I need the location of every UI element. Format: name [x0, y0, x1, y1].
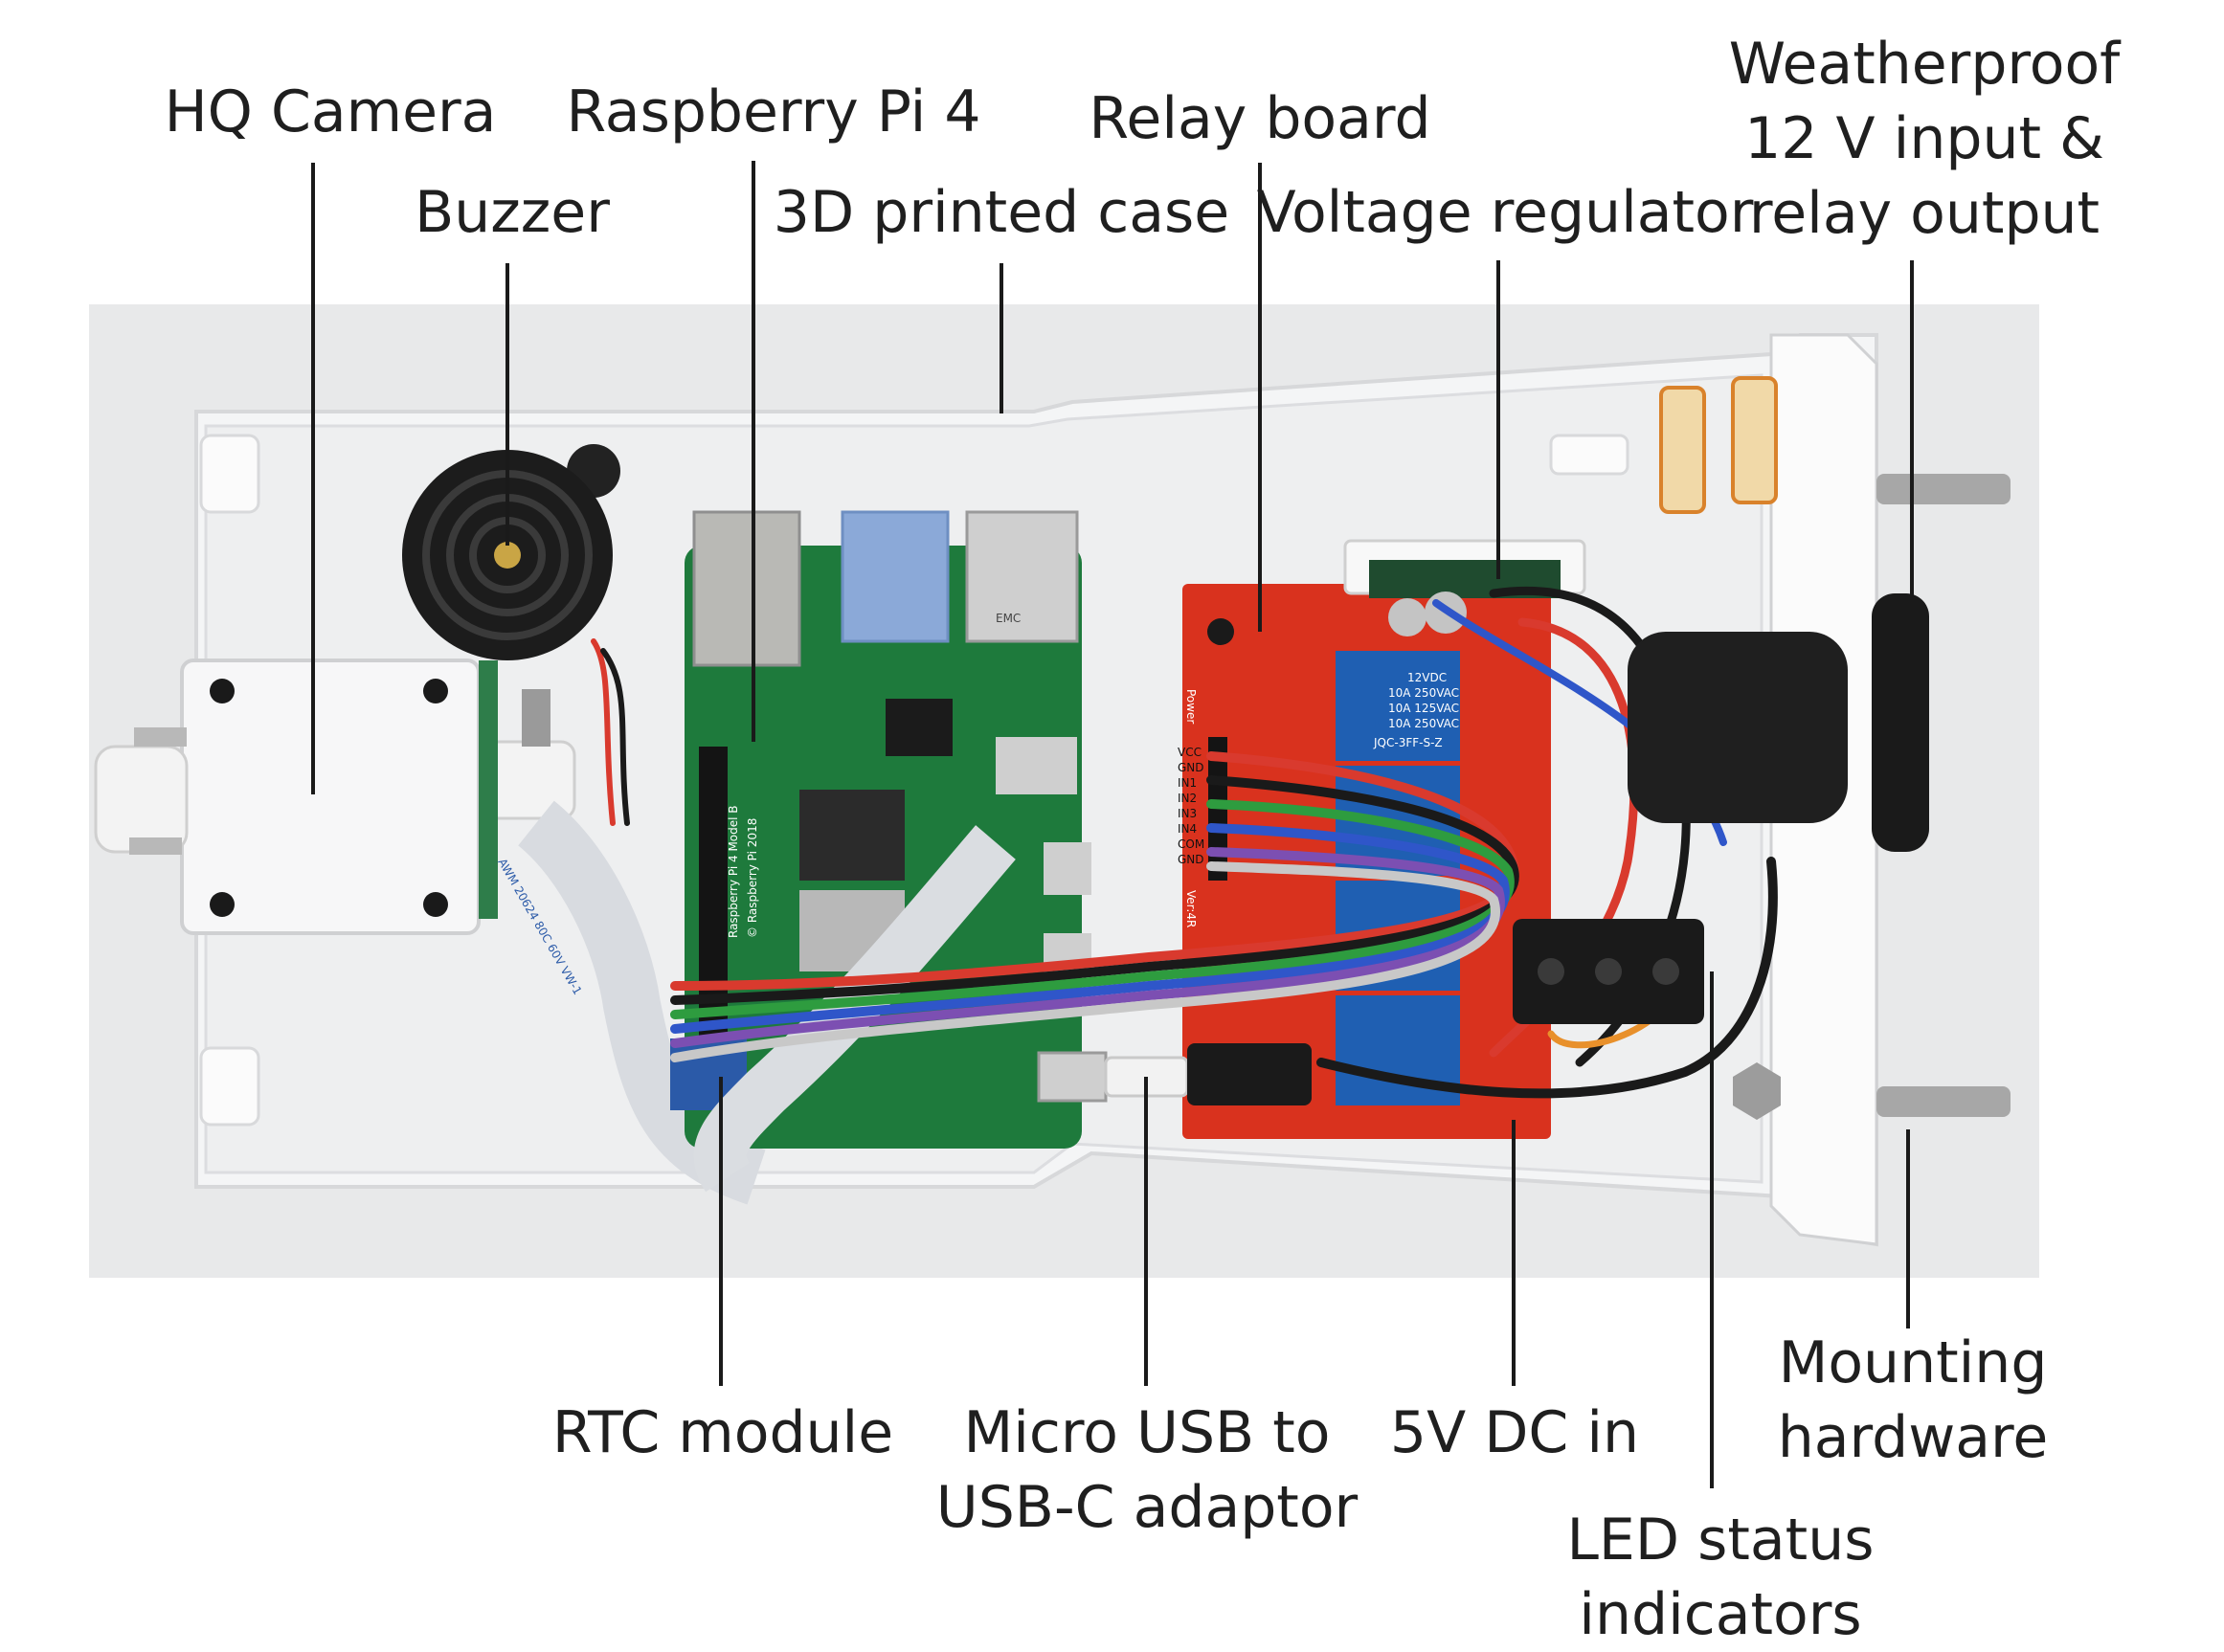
label-case: 3D printed case	[774, 175, 1229, 250]
relay-spec-4: 10A 250VAC	[1388, 717, 1459, 730]
label-hq-camera: HQ Camera	[165, 75, 497, 149]
label-led-line2: indicators	[1579, 1581, 1862, 1648]
label-led-line1: LED status	[1566, 1507, 1875, 1574]
label-mounting: Mounting hardware	[1778, 1326, 2049, 1475]
label-adaptor-line2: USB-C adaptor	[935, 1474, 1359, 1541]
relay-pin-0: VCC	[1178, 746, 1202, 759]
label-voltage-regulator: Voltage regulator	[1257, 175, 1754, 250]
label-adaptor-line1: Micro USB to	[963, 1399, 1331, 1466]
wire-bundle	[591, 587, 1778, 1099]
buzzer	[402, 444, 620, 660]
label-dc-in-text: 5V DC in	[1389, 1399, 1640, 1466]
hq-camera	[94, 659, 576, 935]
label-raspberry-pi-text: Raspberry Pi 4	[566, 78, 981, 145]
label-buzzer: Buzzer	[415, 175, 610, 250]
label-rtc-module-text: RTC module	[551, 1399, 894, 1466]
label-weatherproof-line2: 12 V input &	[1744, 105, 2104, 172]
pi-model-text: Raspberry Pi 4 Model B	[727, 805, 740, 938]
label-hq-camera-text: HQ Camera	[164, 78, 497, 145]
relay-pin-1: GND	[1178, 761, 1204, 774]
label-buzzer-text: Buzzer	[415, 179, 610, 246]
weatherproof-connectors	[1628, 376, 1929, 852]
voltage-regulator	[1343, 539, 1586, 636]
label-weatherproof-line3: relay output	[1748, 180, 2100, 247]
pi-year-text: © Raspberry Pi 2018	[746, 818, 759, 938]
relay-spec-1: 12VDC	[1407, 671, 1447, 684]
label-dc-in: 5V DC in	[1390, 1395, 1639, 1470]
relay-pin-7: GND	[1178, 853, 1204, 866]
relay-pin-3: IN2	[1178, 792, 1197, 805]
relay-spec-2: 10A 250VAC	[1388, 686, 1459, 700]
relay-pin-4: IN3	[1178, 807, 1197, 820]
label-mounting-line1: Mounting	[1778, 1329, 2048, 1396]
label-rtc-module: RTC module	[552, 1395, 893, 1470]
label-weatherproof-line1: Weatherproof	[1728, 31, 2121, 98]
usb-emc-text: EMC	[996, 612, 1021, 625]
label-raspberry-pi: Raspberry Pi 4	[566, 75, 980, 149]
relay-pin-2: IN1	[1178, 776, 1197, 790]
label-voltage-regulator-text: Voltage regulator	[1256, 179, 1754, 246]
relay-power-label: Power	[1184, 689, 1198, 724]
relay-model: JQC-3FF-S-Z	[1373, 736, 1443, 749]
relay-version-label: Ver:4R	[1184, 890, 1198, 927]
relay-pin-6: COM	[1178, 837, 1204, 851]
label-mounting-line2: hardware	[1777, 1404, 2049, 1471]
label-relay-board: Relay board	[1089, 81, 1430, 156]
label-relay-board-text: Relay board	[1089, 85, 1431, 152]
label-led: LED status indicators	[1567, 1503, 1875, 1652]
led-status-indicators	[1513, 919, 1704, 1024]
relay-pin-5: IN4	[1178, 822, 1197, 836]
label-case-text: 3D printed case	[773, 179, 1230, 246]
leader-lines	[311, 161, 1914, 1488]
usb-adaptor	[1037, 1043, 1312, 1105]
relay-spec-3: 10A 125VAC	[1388, 702, 1459, 715]
label-weatherproof: Weatherproof 12 V input & relay output	[1729, 27, 2121, 251]
label-adaptor: Micro USB to USB-C adaptor	[936, 1395, 1358, 1545]
